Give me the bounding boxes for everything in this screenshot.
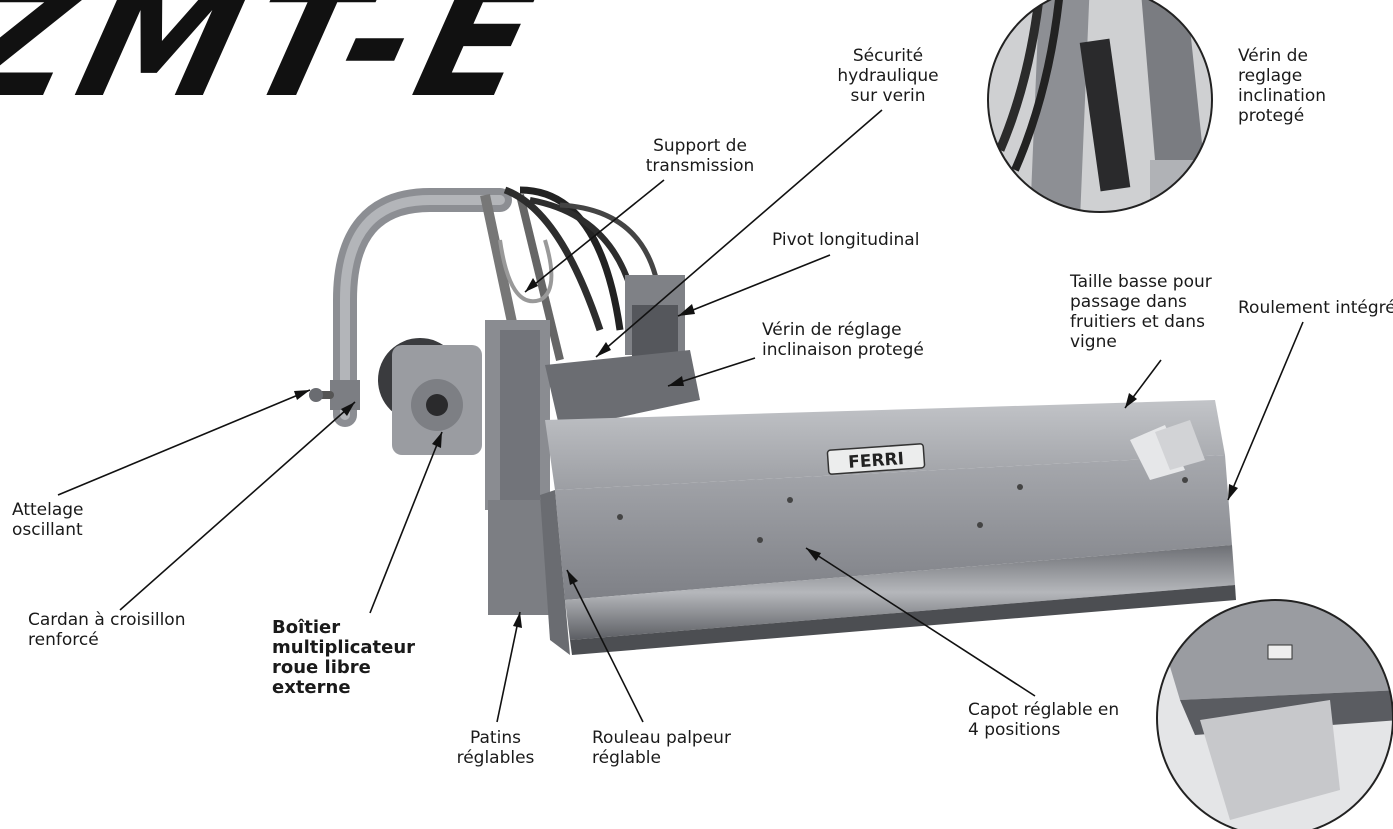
label-rouleau: Rouleau palpeur réglable	[592, 728, 731, 768]
arrow-boitier	[432, 432, 442, 448]
label-support-transmission: Support de transmission	[645, 136, 755, 176]
leader-capot	[805, 547, 1036, 697]
label-pivot: Pivot longitudinal	[772, 230, 920, 250]
arrow-patins	[513, 612, 522, 628]
label-roulement: Roulement intégré	[1238, 298, 1393, 318]
arrow-pivot	[678, 304, 695, 316]
mower-body: FERRI	[540, 400, 1236, 655]
label-verin-inclination: Vérin de reglage inclination protegé	[1238, 46, 1327, 126]
leader-support	[524, 179, 665, 293]
arrow-roulement	[1228, 484, 1238, 500]
arrow-support	[525, 278, 538, 292]
label-capot: Capot réglable en 4 positions	[968, 700, 1120, 740]
brand-plate: FERRI	[848, 449, 905, 473]
leader-lines	[57, 109, 1304, 723]
leader-attelage	[57, 389, 311, 496]
arrow-cardan	[341, 402, 355, 416]
leader-securite	[595, 109, 883, 358]
leader-cardan	[119, 401, 356, 611]
label-cardan: Cardan à croisillon renforcé	[28, 610, 186, 650]
arrow-taille-basse	[1125, 393, 1137, 408]
arrow-attelage	[294, 390, 310, 400]
arrow-capot	[806, 548, 821, 561]
hitch-frame	[309, 188, 512, 427]
label-verin-inclinaison: Vérin de réglage inclinaison protegé	[762, 320, 924, 360]
label-patins: Patins réglables	[456, 728, 535, 768]
inset-top	[987, 0, 1213, 213]
arrow-rouleau	[567, 570, 578, 585]
leader-roulement	[1227, 321, 1304, 501]
label-taille-basse: Taille basse pour passage dans fruitiers…	[1070, 272, 1212, 352]
arrow-securite	[596, 342, 611, 357]
leader-boitier	[369, 431, 443, 614]
label-attelage: Attelage oscillant	[12, 500, 84, 540]
leader-rouleau	[566, 569, 644, 723]
inset-bottom	[1156, 599, 1393, 829]
arrow-verin-inclinaison	[668, 376, 684, 386]
leader-pivot	[677, 254, 831, 317]
label-boitier: Boîtier multiplicateur roue libre extern…	[272, 617, 416, 698]
label-securite: Sécurité hydraulique sur verin	[837, 46, 939, 106]
leader-patins	[496, 611, 521, 723]
